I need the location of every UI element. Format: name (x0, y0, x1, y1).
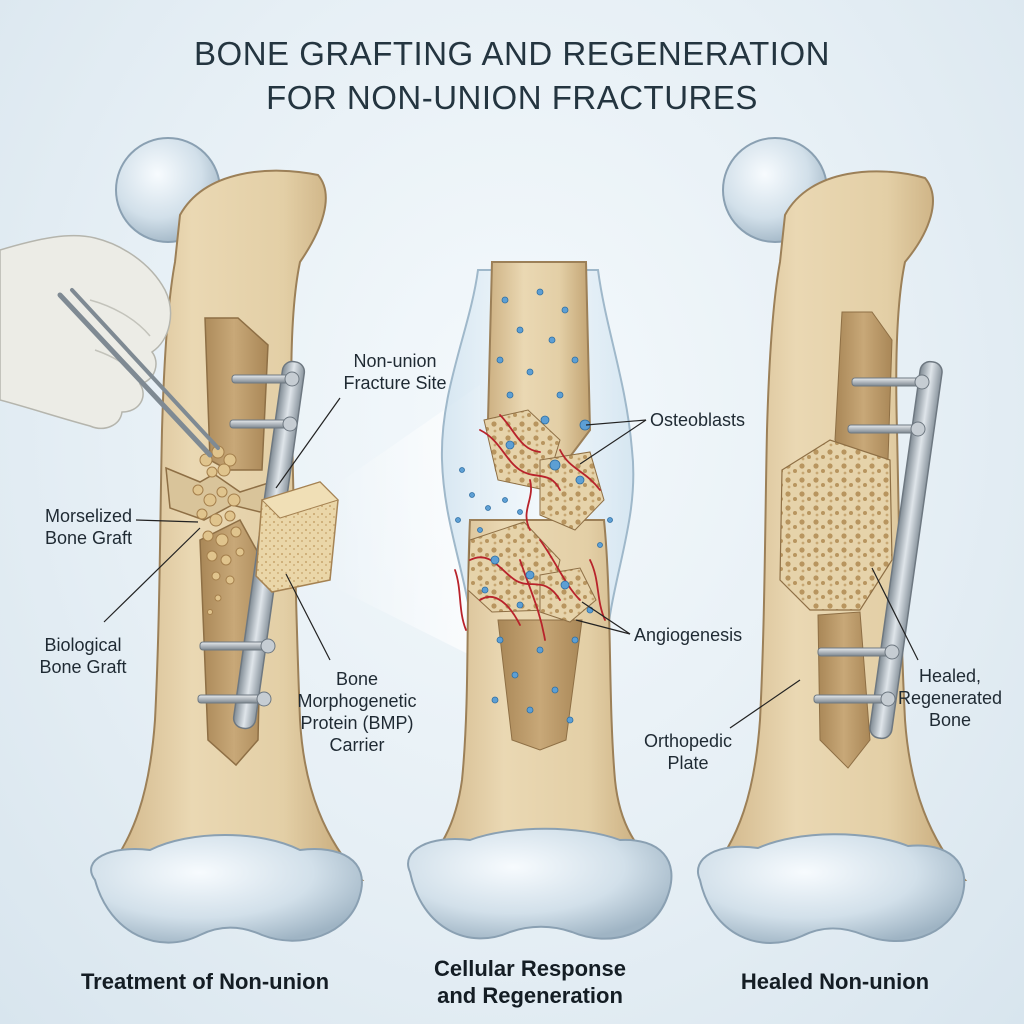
screw-icon (817, 644, 900, 660)
screw-icon (197, 691, 272, 707)
screw-icon (231, 371, 300, 387)
title-line-2: FOR NON-UNION FRACTURES (266, 79, 758, 116)
leader-lines-2 (575, 419, 647, 635)
marrow-cavity-3-lower (817, 611, 871, 769)
label-morselized-graft: Morselized Bone Graft (44, 506, 132, 548)
title-line-1: BONE GRAFTING AND REGENERATION (194, 35, 830, 72)
tweezers-icon (57, 288, 220, 458)
label-fracture-site: Non-union Fracture Site (343, 351, 447, 393)
label-osteoblasts: Osteoblasts (650, 410, 746, 430)
leader-lines-1 (103, 397, 341, 661)
screw-icon (813, 691, 896, 707)
screw-icon (199, 638, 276, 654)
orthopedic-plate-3 (869, 360, 943, 740)
label-healed-bone: Healed, Regenerated Bone (897, 666, 1003, 730)
healed-spongy-bone (779, 439, 893, 611)
distal-condyles-3 (697, 833, 966, 944)
panel-cellular (407, 261, 673, 940)
spongy-fragment-mid (539, 451, 605, 531)
screw-icon (847, 421, 926, 437)
blood-vessel-icon (454, 414, 606, 641)
screw-icon (229, 416, 298, 432)
label-orthopedic-plate: Orthopedic Plate (643, 731, 733, 773)
caption-cellular: Cellular Response and Regeneration (434, 956, 626, 1008)
morselized-graft-chips (192, 445, 245, 615)
osteoblast-cell-icon (455, 288, 613, 724)
label-biological-graft: Biological Bone Graft (39, 635, 127, 677)
distal-condyles-2 (407, 827, 673, 940)
page-title: BONE GRAFTING AND REGENERATION FOR NON-U… (0, 32, 1024, 120)
bmp-sponge-icon (255, 481, 339, 593)
screw-icon (851, 374, 930, 390)
spongy-fragment-right (539, 567, 597, 623)
caption-treatment: Treatment of Non-union (80, 969, 330, 994)
label-bmp-carrier: Bone Morphogenetic Protein (BMP) Carrier (297, 669, 417, 755)
panel-treatment (0, 137, 480, 944)
glove-hand-icon (0, 234, 172, 430)
panel-healed (697, 137, 968, 944)
screws-3 (813, 374, 930, 707)
caption-healed: Healed Non-union (740, 969, 930, 994)
distal-condyles-1 (90, 834, 363, 944)
screws-1 (197, 371, 300, 707)
label-angiogenesis: Angiogenesis (634, 625, 743, 645)
leader-lines-3 (729, 567, 919, 729)
